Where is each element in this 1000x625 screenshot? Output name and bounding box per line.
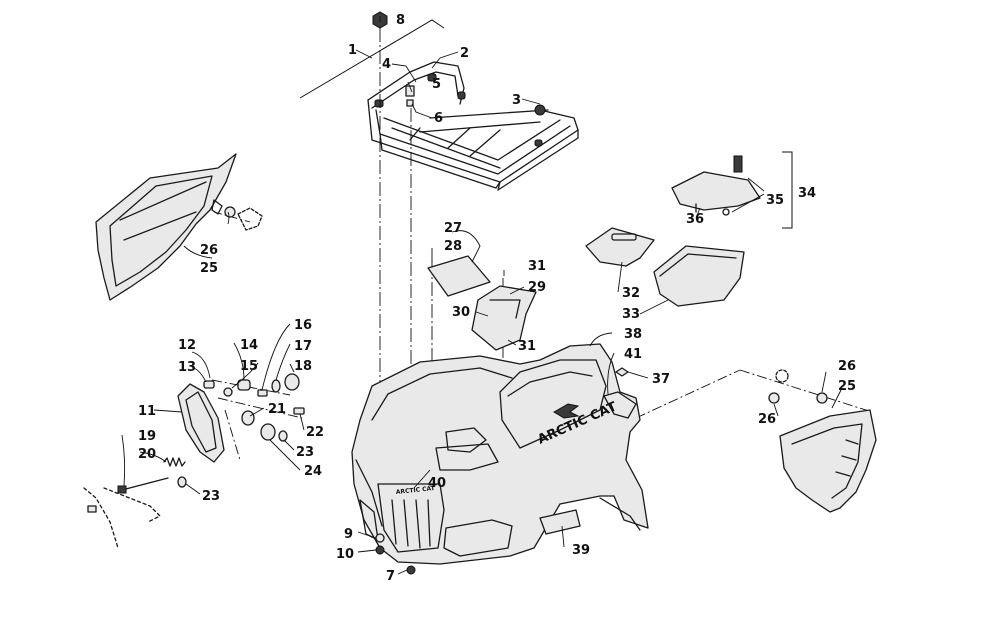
callout-26c: 26 bbox=[758, 412, 776, 427]
callout-38: 38 bbox=[624, 327, 642, 342]
decal-39 bbox=[539, 509, 581, 535]
left-side-panel bbox=[95, 153, 263, 301]
bolt-19 bbox=[121, 477, 169, 491]
nut-10 bbox=[375, 545, 385, 555]
callout-10: 10 bbox=[336, 547, 354, 562]
storage-components bbox=[427, 151, 793, 351]
callout-31b: 31 bbox=[518, 339, 536, 354]
callout-20: 20 bbox=[138, 447, 156, 462]
leader-lines bbox=[121, 16, 843, 575]
right-side-panel bbox=[768, 369, 877, 513]
grommet-26-left bbox=[224, 206, 236, 218]
callout-34: 34 bbox=[798, 186, 816, 201]
headlight-housing-11 bbox=[177, 383, 225, 463]
headlight-assembly bbox=[83, 373, 305, 549]
adjuster-15 bbox=[223, 387, 233, 397]
callout-35: 35 bbox=[766, 193, 784, 208]
callout-12: 12 bbox=[178, 338, 196, 353]
callout-15: 15 bbox=[240, 359, 258, 374]
storage-lid-34 bbox=[671, 171, 761, 211]
callout-9: 9 bbox=[344, 527, 353, 542]
lid-assembly-bracket bbox=[782, 151, 793, 229]
callout-40: 40 bbox=[428, 476, 446, 491]
callout-6: 6 bbox=[434, 111, 443, 126]
grommet-26-right-c bbox=[775, 369, 789, 383]
callout-39: 39 bbox=[572, 543, 590, 558]
grommet-26-right-a bbox=[816, 392, 828, 404]
callout-labels: 1 2 3 4 5 6 7 8 9 10 11 12 13 14 15 16 1… bbox=[138, 13, 856, 584]
washer-17 bbox=[271, 379, 281, 393]
callout-21: 21 bbox=[268, 402, 286, 417]
callout-37: 37 bbox=[652, 372, 670, 387]
cover-plate-27 bbox=[427, 255, 491, 297]
callout-26a: 26 bbox=[200, 243, 218, 258]
washer-23b bbox=[177, 476, 187, 488]
washer-9 bbox=[375, 533, 385, 543]
callout-36: 36 bbox=[686, 212, 704, 227]
callout-26b: 26 bbox=[838, 359, 856, 374]
bolt-22 bbox=[293, 407, 305, 415]
callout-32: 32 bbox=[622, 286, 640, 301]
brand-decal-grille: ARCTIC CAT bbox=[395, 485, 436, 496]
bolt-37 bbox=[615, 367, 629, 377]
bolt-3 bbox=[534, 104, 546, 116]
washer-6 bbox=[406, 99, 414, 107]
bushing-24 bbox=[260, 423, 276, 441]
callout-5: 5 bbox=[432, 77, 441, 92]
callout-14: 14 bbox=[240, 338, 258, 353]
callout-13: 13 bbox=[178, 360, 196, 375]
callout-24: 24 bbox=[304, 464, 322, 479]
callout-29: 29 bbox=[528, 280, 546, 295]
callout-33: 33 bbox=[622, 307, 640, 322]
nut-7 bbox=[406, 565, 416, 575]
grommet-26-right-b bbox=[768, 392, 780, 404]
emblem-41 bbox=[603, 391, 637, 419]
grommet-21 bbox=[241, 410, 255, 426]
callout-2: 2 bbox=[460, 46, 469, 61]
callout-4: 4 bbox=[382, 57, 391, 72]
callout-27: 27 bbox=[444, 221, 462, 236]
callout-3: 3 bbox=[512, 93, 521, 108]
trim-panel-32 bbox=[585, 227, 655, 267]
callout-1: 1 bbox=[348, 43, 357, 58]
callout-19: 19 bbox=[138, 429, 156, 444]
callout-25a: 25 bbox=[200, 261, 218, 276]
washer-23 bbox=[278, 430, 288, 442]
callout-22: 22 bbox=[306, 425, 324, 440]
latch-35 bbox=[733, 155, 743, 173]
callout-31a: 31 bbox=[528, 259, 546, 274]
callout-17: 17 bbox=[294, 339, 312, 354]
callout-8: 8 bbox=[396, 13, 405, 28]
callout-28: 28 bbox=[444, 239, 462, 254]
nut-18 bbox=[284, 373, 300, 391]
front-rack bbox=[299, 19, 579, 191]
callout-7: 7 bbox=[386, 569, 395, 584]
rack-assembly-bracket bbox=[299, 19, 445, 99]
callout-16: 16 bbox=[294, 318, 312, 333]
callout-18: 18 bbox=[294, 359, 312, 374]
screw-16 bbox=[257, 389, 268, 397]
callout-23a: 23 bbox=[296, 445, 314, 460]
grille bbox=[377, 483, 445, 553]
bulb-13 bbox=[203, 380, 215, 389]
front-fender-body: ARCTIC CAT ARCTIC CAT bbox=[351, 343, 649, 575]
storage-box-33 bbox=[653, 245, 745, 307]
callout-25b: 25 bbox=[838, 379, 856, 394]
callout-41: 41 bbox=[624, 347, 642, 362]
callout-11: 11 bbox=[138, 404, 156, 419]
callout-23b: 23 bbox=[202, 489, 220, 504]
spring-20 bbox=[163, 457, 186, 467]
callout-30: 30 bbox=[452, 305, 470, 320]
